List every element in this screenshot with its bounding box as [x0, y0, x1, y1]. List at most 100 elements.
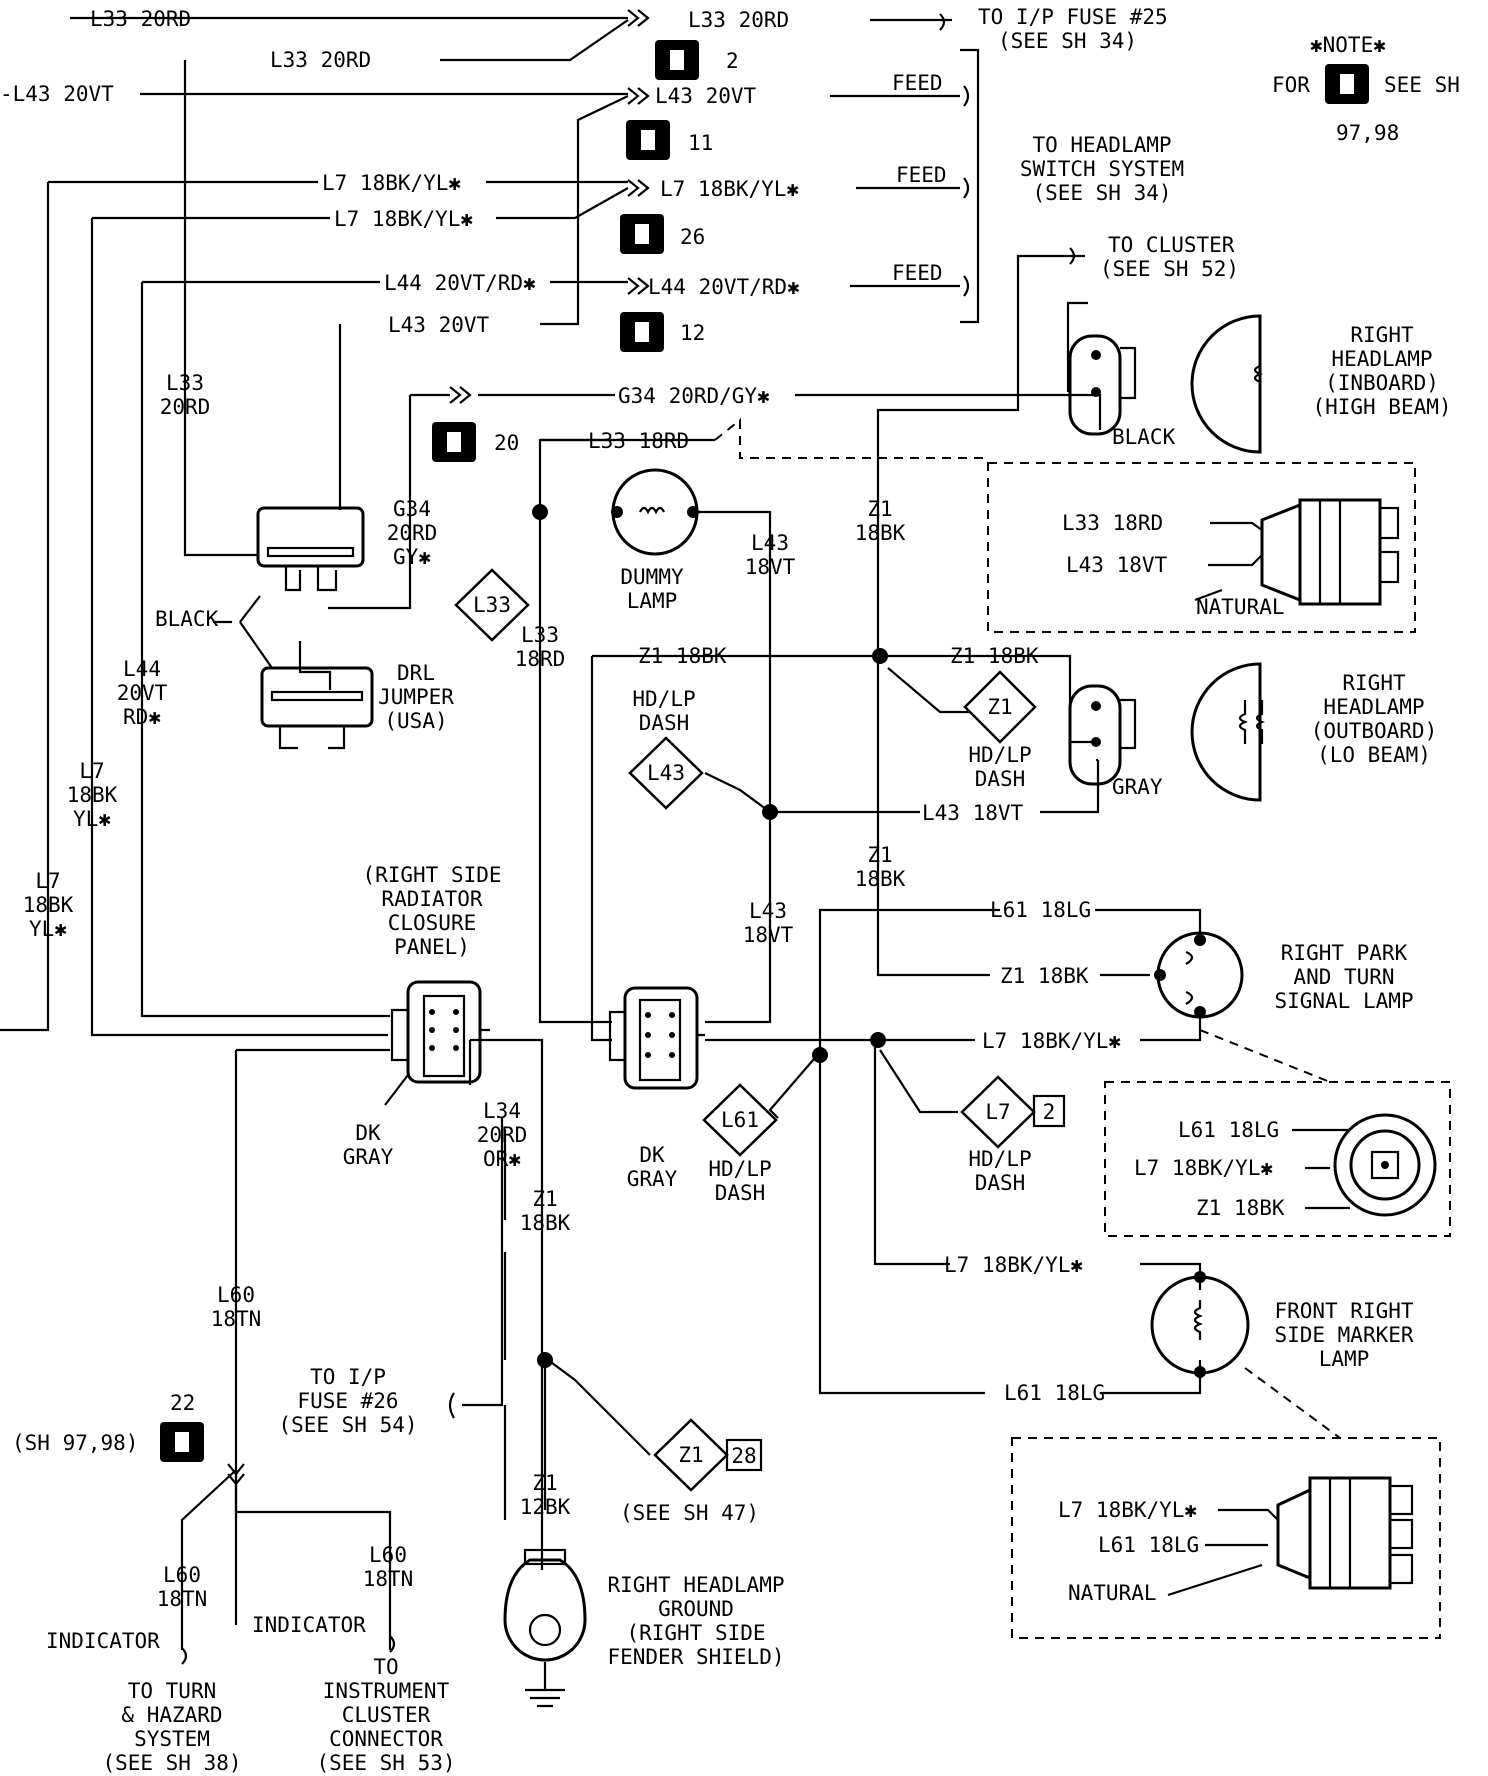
text-line: 18RD — [515, 647, 566, 671]
text-line: CONNECTOR — [329, 1727, 443, 1751]
text-line: L60 — [369, 1543, 407, 1567]
label-note-see-sh: SEE SH — [1384, 73, 1460, 97]
wire-l33-20rd-second: L33 20RD — [270, 48, 371, 72]
text-line: CLUSTER — [342, 1703, 431, 1727]
text-line: GRAY — [343, 1145, 394, 1169]
label-natural-2: NATURAL — [1068, 1581, 1157, 1605]
wire-l43-20vt-right: L43 20VT — [655, 84, 757, 108]
text-line: 12BK — [520, 1495, 571, 1519]
connector-number-11: 11 — [688, 131, 713, 155]
text-line: 18TN — [211, 1307, 262, 1331]
text-line: TO — [373, 1655, 398, 1679]
connector-26-icon — [620, 214, 664, 254]
text-line: GROUND — [658, 1597, 734, 1621]
wire-l61-18lg-inset: L61 18LG — [1178, 1118, 1279, 1142]
label-feed-1: FEED — [892, 71, 943, 95]
label-sh-97-98: (SH 97,98) — [12, 1431, 138, 1455]
wire-l44-20vtrd-left: L44 20VT/RD✱ — [384, 271, 536, 295]
label-indicator-2: INDICATOR — [252, 1613, 366, 1637]
text-line: DASH — [639, 711, 690, 735]
wire-g34-20rdgy: G34 20RD/GY✱ — [618, 384, 770, 408]
splice-z1-a — [963, 670, 1037, 744]
text-line: HD/LP — [708, 1157, 771, 1181]
text-line: 18VT — [745, 555, 796, 579]
text-line: RIGHT HEADLAMP — [607, 1573, 784, 1597]
park-lamp-socket-inset — [1333, 1113, 1437, 1217]
text-line: L7 — [35, 869, 60, 893]
wire-z1-18bk-park: Z1 18BK — [1000, 964, 1089, 988]
connector-22-icon — [160, 1422, 204, 1462]
splice-l33 — [454, 568, 530, 642]
text-line: 20VT — [117, 681, 168, 705]
text-line: RIGHT — [1350, 323, 1414, 347]
text-line: HD/LP — [968, 1147, 1031, 1171]
components — [256, 314, 1437, 1708]
splice-labels: L33 L43 Z1 L61 L7 2 Z1 28 — [473, 593, 1055, 1468]
connector-number-22: 22 — [170, 1391, 195, 1415]
text-line: TO HEADLAMP — [1032, 133, 1171, 157]
text-line: RIGHT PARK — [1281, 941, 1408, 965]
text-line: (SEE SH 34) — [998, 29, 1137, 53]
text-line: 20RD — [387, 521, 438, 545]
label-see-sh-47: (SEE SH 47) — [620, 1501, 759, 1525]
radiator-panel-connector — [390, 980, 490, 1084]
text-line: DASH — [715, 1181, 766, 1205]
label-feed-2: FEED — [896, 163, 947, 187]
connector-number-20: 20 — [494, 431, 519, 455]
text-line: DRL — [397, 661, 435, 685]
text-line: SYSTEM — [134, 1727, 210, 1751]
label-gray-connector: GRAY — [1112, 775, 1163, 799]
gray-headlamp-connector — [1068, 684, 1137, 786]
connector-number-26: 26 — [680, 225, 705, 249]
wire-labels: L33 20RD L33 20RD L33 20RD -L43 20VT L43… — [0, 7, 1285, 1557]
text-line: Z1 — [867, 497, 892, 521]
text-line: RIGHT — [1342, 671, 1406, 695]
label-black-drl: BLACK — [155, 607, 219, 631]
text-line: GY✱ — [393, 545, 431, 569]
text-line: LAMP — [1319, 1347, 1370, 1371]
text-line: L34 — [483, 1099, 521, 1123]
label-to-ip-fuse-25: TO I/P FUSE #25(SEE SH 34) — [978, 5, 1168, 53]
text-line: OR✱ — [483, 1147, 521, 1171]
splice-label-z1-b-ref: 28 — [731, 1444, 756, 1468]
connector-11-icon — [626, 120, 670, 160]
drl-connector-upper — [256, 506, 365, 592]
text-line: 18BK — [520, 1211, 571, 1235]
text-line: 18BK — [855, 521, 906, 545]
label-indicator-1: INDICATOR — [46, 1629, 160, 1653]
wire-l7-18bkyl-right: L7 18BK/YL✱ — [660, 177, 799, 201]
splice-diamonds — [454, 568, 1066, 1492]
plug-arrows — [227, 9, 650, 1486]
text-line: DASH — [975, 1171, 1026, 1195]
right-headlamp-inboard — [1190, 314, 1263, 454]
text-line: SIDE MARKER — [1274, 1323, 1413, 1347]
wire-z1-18bk-mid: Z1 18BK — [638, 644, 727, 668]
wire-l7-18bkyl-a: L7 18BK/YL✱ — [322, 171, 461, 195]
wire-l33-20rd-right: L33 20RD — [688, 8, 789, 32]
text-line: HD/LP — [632, 687, 695, 711]
note-connector-icon — [1325, 64, 1369, 104]
text-line: (INBOARD) — [1325, 371, 1439, 395]
text-line: LAMP — [627, 589, 678, 613]
label-note: ✱NOTE✱ — [1310, 33, 1386, 57]
wire-l43-18vt-inset: L43 18VT — [1066, 553, 1168, 577]
text-line: SWITCH SYSTEM — [1020, 157, 1184, 181]
